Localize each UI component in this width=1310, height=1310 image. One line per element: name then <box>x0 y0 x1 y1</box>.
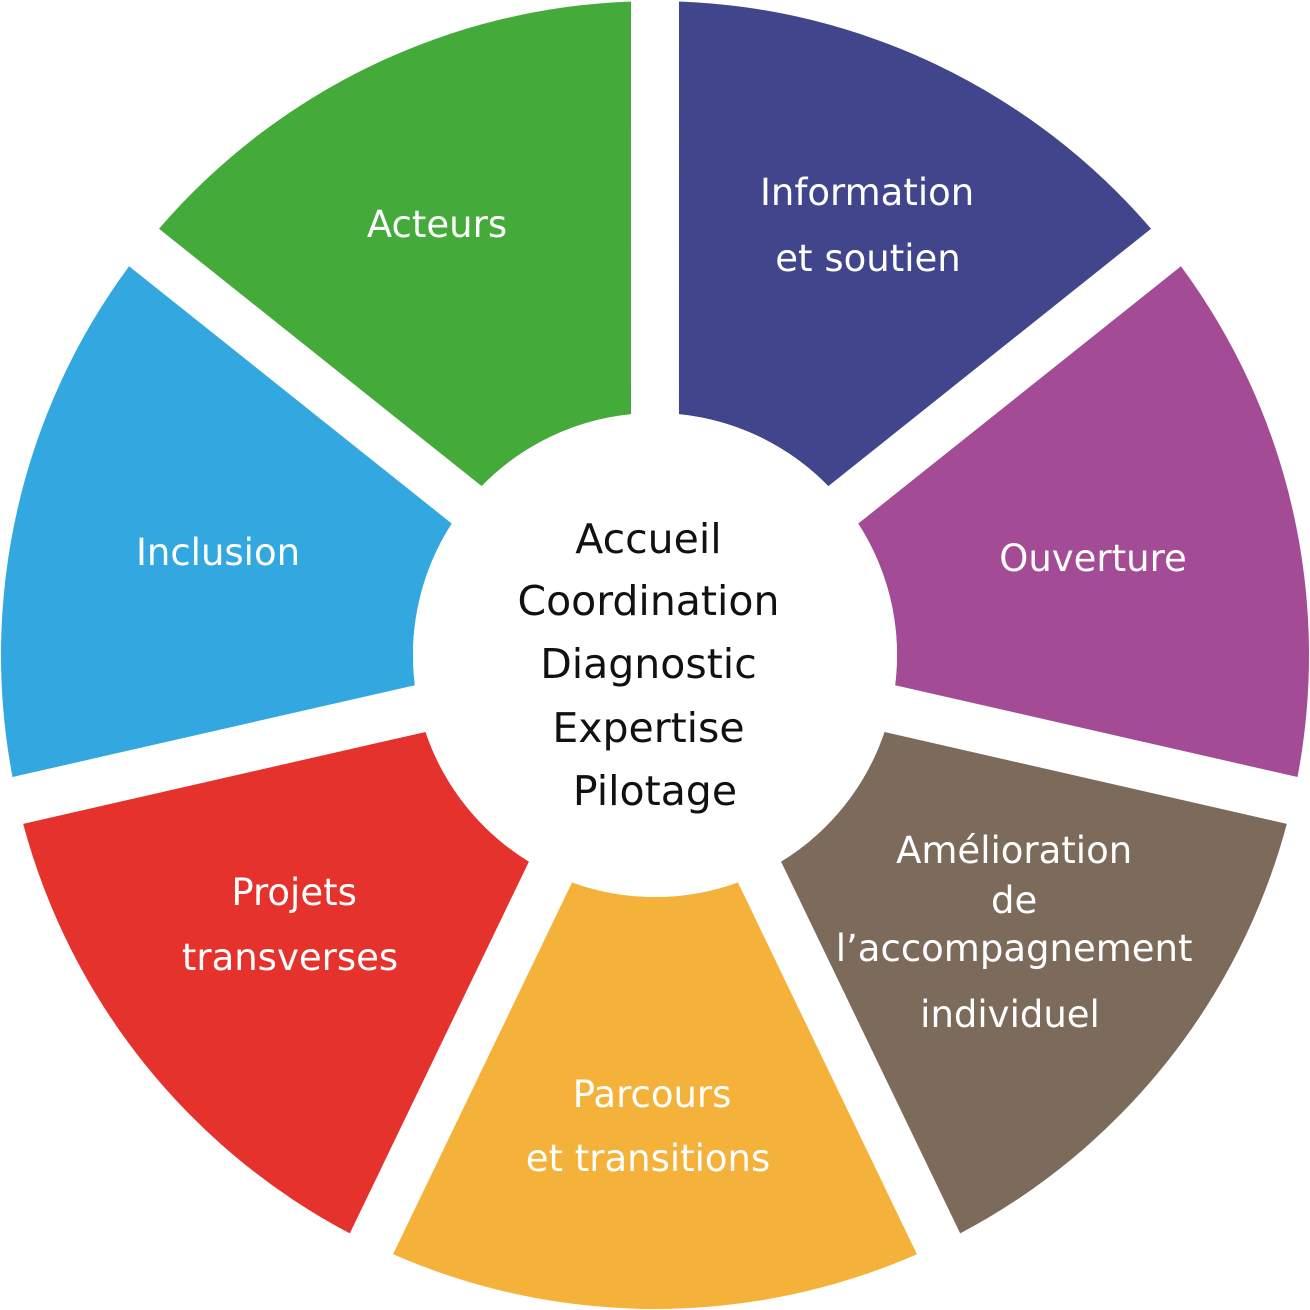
label-acteurs: Acteurs <box>367 203 507 246</box>
label-amelioration: Amélioration de l’accompagnement individ… <box>836 829 1204 1036</box>
center-line-expertise: Expertise <box>552 704 744 752</box>
label-information: Information et soutien <box>760 171 986 280</box>
segment-parcours <box>23 731 529 1234</box>
segment-ouverture <box>781 731 1287 1234</box>
center-circle <box>413 413 897 897</box>
center-line-accueil: Accueil <box>575 515 721 563</box>
label-amelioration-line-1: Amélioration <box>896 829 1132 872</box>
segment-information <box>858 266 1310 778</box>
segment-inclusion <box>158 1 632 487</box>
center-line-diagnostic: Diagnostic <box>540 640 757 688</box>
label-parcours-line-2: et transitions <box>526 1137 771 1180</box>
label-acteurs-line-1: Acteurs <box>367 203 507 246</box>
segment-acteurs <box>678 1 1152 487</box>
label-parcours-line-1: Parcours <box>573 1073 732 1116</box>
label-inclusion-line-1: Inclusion <box>136 531 300 574</box>
center-line-pilotage: Pilotage <box>573 767 737 815</box>
center-text: Accueil Coordination Diagnostic Expertis… <box>517 515 792 815</box>
label-projets: Projets transverses <box>182 871 398 979</box>
labels-layer: Acteurs Information et soutien Ouverture… <box>136 171 1204 1180</box>
label-amelioration-line-3: l’accompagnement <box>836 927 1193 970</box>
label-amelioration-line-2: de <box>991 879 1037 922</box>
label-projets-line-2: transverses <box>182 936 398 979</box>
label-information-line-1: Information <box>760 171 974 214</box>
label-ouverture-line-1: Ouverture <box>999 537 1187 580</box>
segment-amelioration <box>393 882 917 1309</box>
label-information-line-2: et soutien <box>775 237 960 280</box>
center-line-coordination: Coordination <box>517 577 779 625</box>
label-ouverture: Ouverture <box>999 537 1187 580</box>
label-inclusion: Inclusion <box>136 531 300 574</box>
label-amelioration-line-4: individuel <box>920 993 1100 1036</box>
label-parcours: Parcours et transitions <box>526 1073 771 1180</box>
center-hub: Accueil Coordination Diagnostic Expertis… <box>413 413 897 897</box>
label-projets-line-1: Projets <box>231 871 357 914</box>
segment-projets <box>1 266 452 778</box>
